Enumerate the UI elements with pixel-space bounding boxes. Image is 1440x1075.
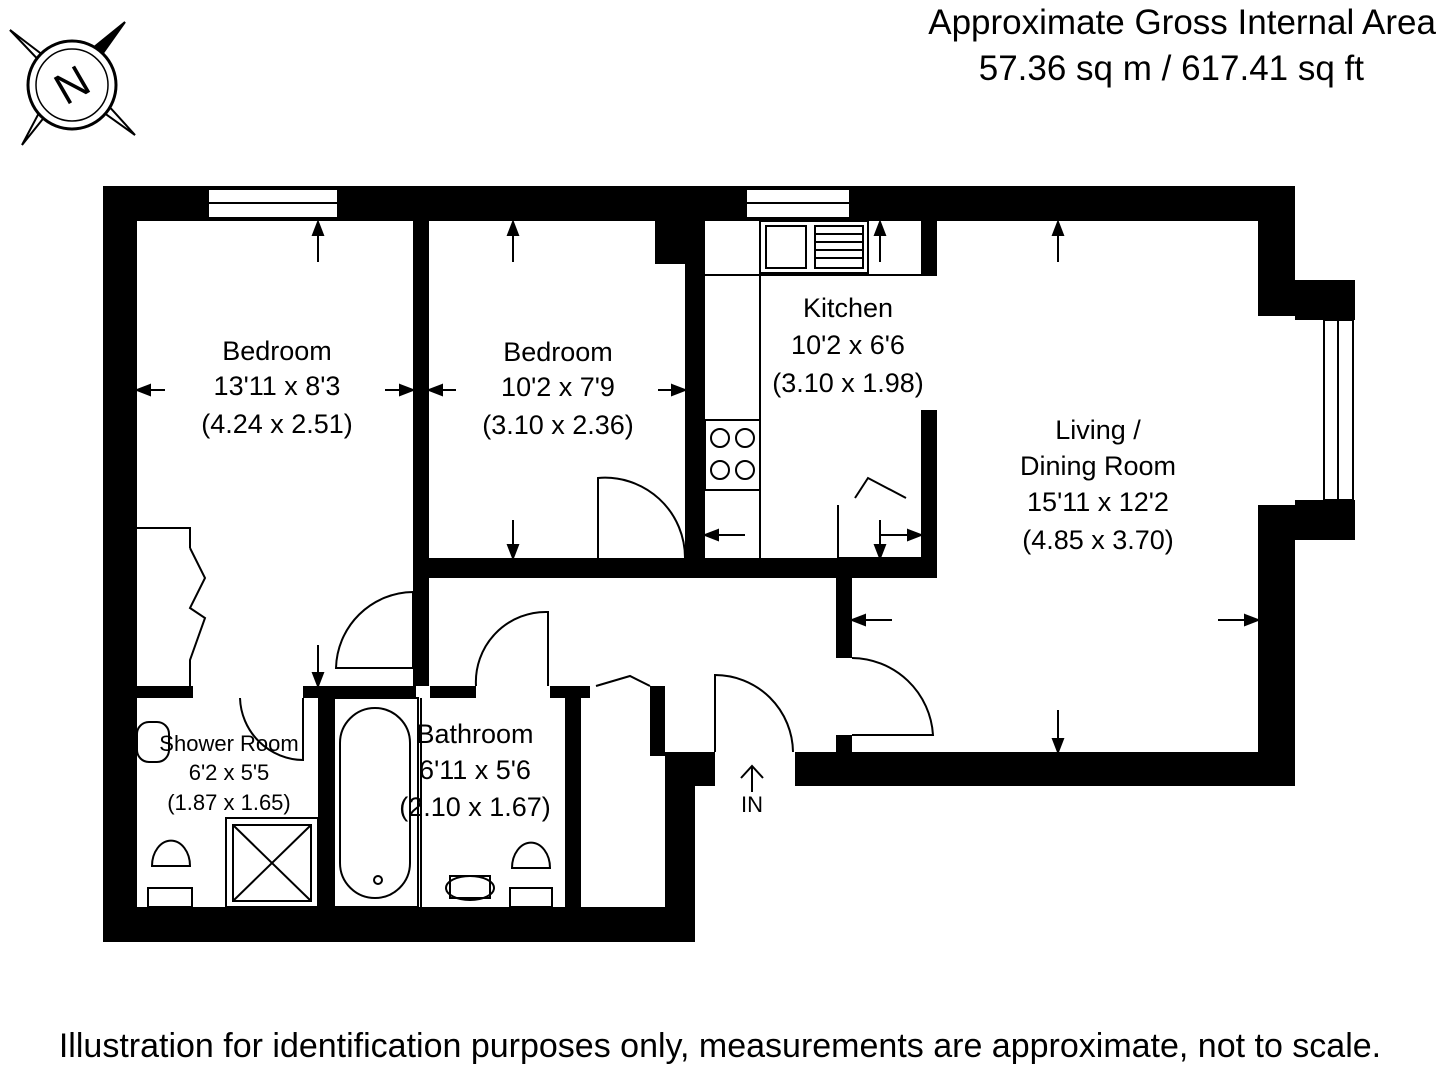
gross-area-block: Approximate Gross Internal Area 57.36 sq… [928, 0, 1436, 92]
living-metric: (4.85 x 3.70) [1022, 525, 1174, 555]
bedroom2-imperial: 10'2 x 7'9 [501, 372, 615, 402]
windows [207, 188, 1354, 501]
bathroom-fixtures [136, 697, 553, 908]
room-labels: Bedroom 13'11 x 8'3 (4.24 x 2.51) Bedroo… [159, 293, 1176, 822]
living-name-line1: Living / [1055, 415, 1141, 445]
fixture-lines [137, 220, 921, 686]
door-shower [239, 697, 304, 762]
area-value: 57.36 sq m / 617.41 sq ft [978, 49, 1364, 88]
disclaimer-text: Illustration for identification purposes… [58, 1027, 1382, 1065]
entrance-label: IN [741, 792, 763, 817]
area-title: Approximate Gross Internal Area [928, 3, 1436, 42]
bedroom2-metric: (3.10 x 2.36) [482, 410, 634, 440]
kitchen-metric: (3.10 x 1.98) [772, 368, 924, 398]
compass-north-icon: N [9, 21, 136, 146]
shower-name: Shower Room [159, 731, 298, 756]
kitchen-name: Kitchen [803, 293, 893, 323]
living-name-line2: Dining Room [1020, 451, 1176, 481]
bedroom2-name: Bedroom [503, 337, 613, 367]
interior-walls [137, 218, 937, 908]
bedroom1-metric: (4.24 x 2.51) [201, 409, 353, 439]
bathroom-metric: (2.10 x 1.67) [399, 792, 551, 822]
bathroom-name: Bathroom [416, 719, 533, 749]
exterior-walls [103, 186, 1355, 942]
door-bathroom [474, 610, 549, 687]
door-entrance [714, 673, 794, 753]
shower-imperial: 6'2 x 5'5 [189, 760, 270, 785]
bedroom1-name: Bedroom [222, 336, 332, 366]
kitchen-imperial: 10'2 x 6'6 [791, 330, 905, 360]
doors [239, 476, 935, 762]
door-living [851, 657, 935, 736]
bedroom1-imperial: 13'11 x 8'3 [214, 371, 341, 401]
entrance-arrow-icon [740, 764, 764, 792]
door-bedroom2 [597, 476, 687, 559]
bathroom-imperial: 6'11 x 5'6 [419, 755, 531, 785]
door-cupboard [595, 674, 651, 687]
living-imperial: 15'11 x 12'2 [1027, 487, 1169, 517]
shower-metric: (1.87 x 1.65) [167, 790, 291, 815]
dimension-arrows [134, 219, 1261, 755]
door-bedroom1 [334, 590, 414, 669]
